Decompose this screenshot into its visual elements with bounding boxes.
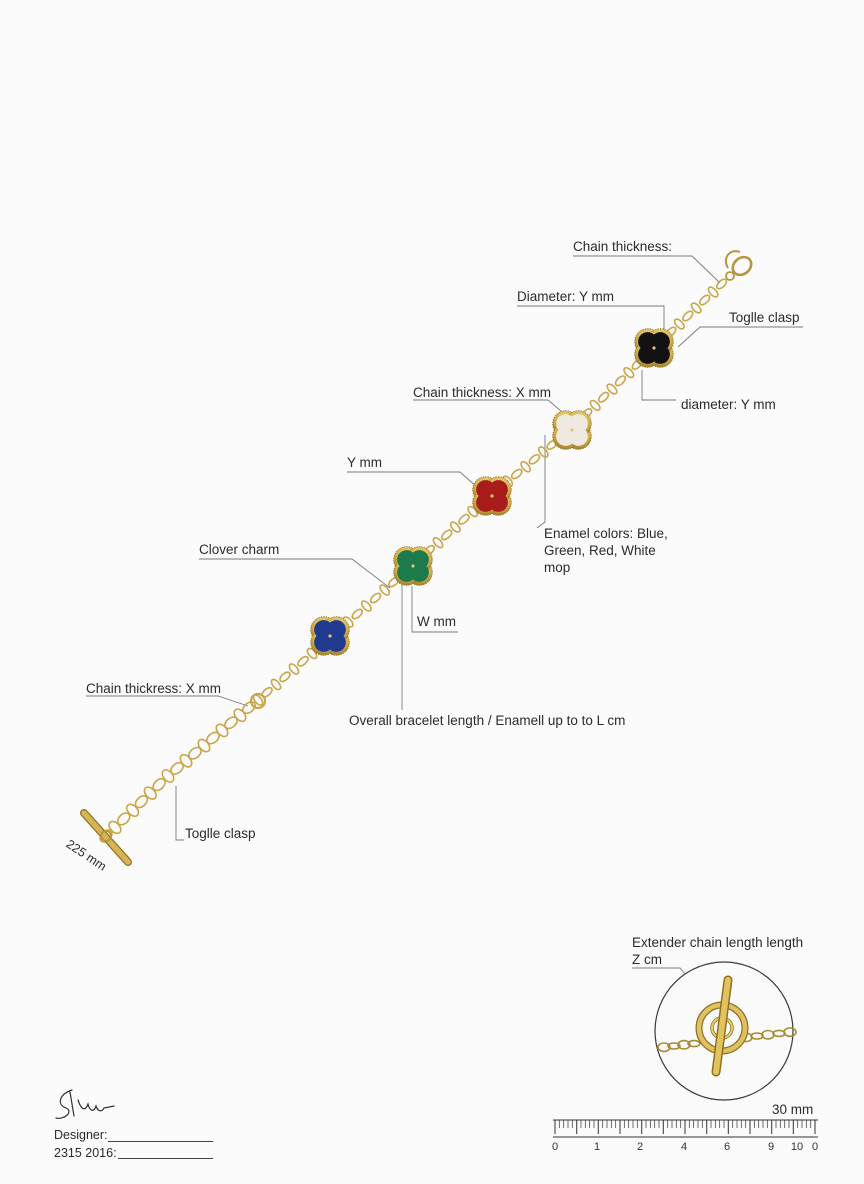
clover-charm-black-onyx: [634, 328, 674, 368]
chain-link: [537, 446, 549, 458]
chain-link: [699, 294, 711, 306]
chain-link: [597, 391, 610, 403]
chain-link: [206, 731, 220, 745]
label-chain-thickness-mid: Chain thickness: X mm: [413, 385, 552, 400]
ruler-tick-label: 6: [724, 1141, 730, 1153]
detail-chain-link: [687, 1039, 701, 1048]
leader-toggle-clasp-bottom: [175, 786, 184, 841]
toggle-detail-circle: [654, 961, 797, 1101]
chain-link: [510, 468, 523, 480]
label-toggle-clasp-bottom: Toglle clasp: [185, 826, 256, 841]
chain-link: [125, 803, 140, 818]
clover-charms: [310, 328, 674, 656]
detail-chain-link: [677, 1039, 691, 1050]
chain-link: [197, 738, 211, 753]
detail-label: Extender chain length length Z cm: [632, 935, 804, 967]
chain-link: [440, 529, 453, 541]
clover-charm-white-mop: [552, 410, 592, 450]
label-y-mm: Y mm: [347, 455, 383, 470]
leader-chain-thickness-left: [86, 695, 249, 707]
chain-link: [297, 655, 309, 667]
detail-chain-link: [667, 1042, 681, 1050]
chain-link: [161, 769, 175, 783]
label-toggle-clasp-top: Toglle clasp: [729, 310, 800, 325]
chain-link: [379, 584, 391, 596]
label-chain-thickness-left: Chain thickress: X mm: [86, 681, 222, 696]
leader-chain-thickness-mid: [413, 399, 563, 413]
ruler-tick-label: 9: [768, 1141, 774, 1153]
chain-link: [449, 521, 461, 533]
chain-link: [369, 592, 382, 604]
chain-link: [288, 663, 300, 675]
chain-link: [143, 786, 157, 800]
toggle-bar: [80, 809, 132, 866]
label-enamel-colors: Enamel colors: Blue, Green, Red, White m…: [544, 526, 668, 575]
label-chain-thickness-top: Chain thickness:: [573, 239, 673, 254]
ruler-ticks: [554, 1120, 816, 1134]
chain-link: [623, 366, 635, 379]
clover-charm-red: [472, 476, 512, 516]
leader-clover-charm: [199, 558, 391, 589]
jump-ring: [249, 692, 267, 710]
chain-link: [233, 708, 247, 723]
chain-link: [606, 383, 618, 395]
designer-label: Designer:: [54, 1128, 108, 1142]
leader-diameter-right: [641, 370, 676, 401]
clover-charm-blue: [310, 616, 350, 656]
chain-link: [351, 608, 364, 620]
clover-charm-green: [393, 546, 433, 586]
chain-link: [279, 671, 291, 683]
designer-line: [108, 1141, 213, 1142]
chain-link: [589, 399, 601, 412]
detail-chain-link: [657, 1042, 671, 1053]
chain-link: [707, 286, 719, 298]
label-diameter-top: Diameter: Y mm: [517, 289, 615, 304]
chain-link: [360, 600, 372, 612]
leader-y-mm: [347, 471, 479, 489]
ruler-label: 30 mm: [772, 1102, 814, 1117]
leader-enamel-colors: [536, 435, 546, 529]
detail-chain: [657, 1027, 797, 1053]
chain-link: [242, 701, 256, 715]
designer-signature: [55, 1089, 115, 1119]
ruler-tick-label: 0: [812, 1141, 818, 1153]
detail-chain-link: [783, 1027, 797, 1038]
chain-link: [432, 536, 444, 549]
ruler-tick-label: 2: [637, 1141, 643, 1153]
date-label: 2315 2016:: [54, 1146, 117, 1160]
chain-link: [224, 716, 238, 730]
leader-diameter-top: [517, 305, 665, 334]
ruler-tick-label: 4: [681, 1141, 687, 1153]
chain-link: [614, 375, 627, 387]
chain-link: [458, 513, 470, 525]
ruler-tick-label: 1: [594, 1141, 600, 1153]
ruler-tick-label: 0: [552, 1141, 558, 1153]
ruler-tick-label: 10: [791, 1141, 803, 1153]
label-w-mm: W mm: [417, 614, 456, 629]
label-clover-charm: Clover charm: [199, 542, 280, 557]
ruler-tick-labels: 0 1 2 4 6 9 10 0: [552, 1141, 818, 1153]
leader-w-mm: [411, 586, 458, 633]
chain-link: [215, 723, 229, 738]
lobster-clasp: [724, 250, 753, 281]
date-line: [118, 1158, 213, 1159]
chain-link: [690, 302, 702, 314]
scale-ruler: 0 1 2 4 6 9 10 0: [552, 1119, 818, 1153]
chain-link: [170, 761, 184, 775]
label-diameter-right: diameter: Y mm: [681, 397, 776, 412]
chain-link: [715, 278, 728, 290]
label-overall-length: Overall bracelet length / Enamell up to …: [349, 713, 626, 728]
chain-link: [682, 310, 694, 322]
chain-link: [528, 453, 541, 465]
chain-link: [179, 753, 193, 768]
chain-link: [188, 746, 202, 760]
chain-link: [270, 678, 282, 691]
leader-chain-thickness-top: [573, 255, 721, 284]
chain-link: [673, 318, 685, 330]
leader-toggle-clasp-top: [677, 326, 803, 348]
chain-link: [520, 460, 531, 473]
